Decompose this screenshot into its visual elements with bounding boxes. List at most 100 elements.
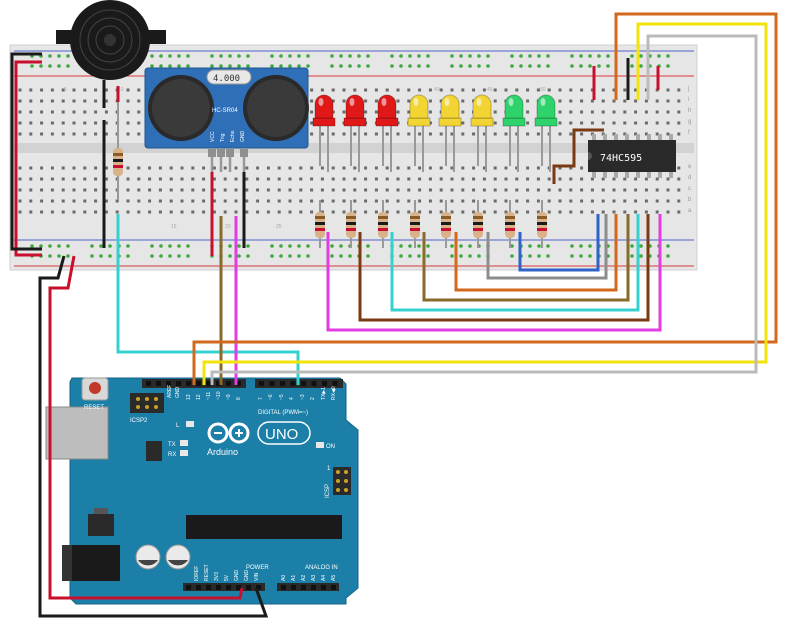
digital-pin-label: ~9 (226, 394, 232, 400)
digital-pin-label: 12 (196, 394, 202, 400)
brand-label: Arduino (207, 447, 238, 457)
analog-header (277, 583, 339, 591)
capacitor (165, 544, 191, 570)
power-pin-label: RESET (204, 564, 210, 581)
digital-pin-label: 13 (186, 394, 192, 400)
ultrasonic-sensor: 4.000 HC-SR04 VCC Trig Echo GND (144, 67, 309, 172)
reset-label: RESET (84, 405, 104, 411)
led-resistors (315, 200, 547, 248)
digital-label: DIGITAL (PWM=~) (258, 410, 308, 416)
aref-label: AREF (167, 385, 173, 398)
led (375, 94, 399, 172)
wire-cyan-buzzer (116, 214, 300, 385)
wire-magenta-1 (326, 214, 662, 332)
power-pin-label: VIN (254, 572, 260, 581)
analog-pin-label: A0 (281, 575, 287, 581)
wire-orange-1 (454, 214, 618, 292)
wire-gray-register (210, 34, 758, 385)
row-letter: j (687, 86, 689, 92)
led (438, 94, 462, 172)
power-pin-label: 3V3 (214, 572, 220, 581)
led (343, 94, 367, 172)
analog-pin-label: A3 (311, 575, 317, 581)
sensor-pin-label: VCC (210, 131, 216, 142)
sensor-model-label: HC-SR04 (212, 108, 238, 114)
row-letter: e (688, 164, 692, 170)
resistor (346, 200, 356, 248)
power-label: POWER (246, 565, 269, 571)
column-number: 10 (118, 87, 124, 93)
breadboard-rail-holes (30, 54, 670, 258)
uno-badge (257, 421, 311, 445)
analog-pin-label: A5 (331, 575, 337, 581)
icsp-pin-label: 1 (327, 466, 331, 472)
power-header (183, 583, 265, 591)
digital-pin-label: ~11 (206, 392, 212, 400)
sensor-pin-label: Echo (230, 130, 236, 142)
wire-red-rail-loop (14, 60, 42, 257)
icsp-header (333, 467, 351, 495)
crystal (206, 69, 252, 85)
crystal-label: 4.000 (213, 74, 240, 84)
led (502, 94, 526, 172)
voltage-regulator (88, 514, 114, 536)
resistor (473, 200, 483, 248)
row-letters: j i h g f e d c b a (687, 86, 692, 214)
sensor-pin-label: Trig (220, 133, 226, 142)
icsp2-label: ICSP2 (130, 418, 148, 424)
column-number: 5 (64, 87, 67, 93)
arduino-logo-icon (207, 422, 250, 444)
gnd-top-label: GND (175, 387, 181, 399)
led-l-label: L (176, 423, 180, 429)
wire-cyan-1 (390, 214, 640, 312)
row-letter: i (688, 97, 689, 103)
digital-pin-label: ~5 (279, 394, 285, 400)
row-letter: g (688, 119, 691, 125)
wire-black-rail-loop (10, 52, 42, 251)
icsp-label: ICSP (325, 484, 331, 498)
power-pin-label: GND (234, 570, 240, 582)
led (407, 94, 431, 172)
usb-connector (45, 406, 109, 460)
row-letter: h (688, 108, 691, 114)
resistor (441, 200, 451, 248)
column-number: 40 (434, 87, 440, 93)
resistor (505, 200, 515, 248)
piezo-buzzer (56, 0, 166, 80)
wire-blue-1 (518, 214, 600, 272)
digital-pin-label: TX▶1 (321, 387, 327, 400)
sensor-pin-labels: VCC Trig Echo GND (210, 130, 246, 142)
column-number: 15 (171, 224, 177, 230)
wire-black-gnd (38, 255, 269, 618)
sensor-pin-label: GND (240, 131, 246, 143)
resistor-buzzer (113, 102, 123, 200)
row-letter: c (688, 186, 691, 192)
digital-pin-label: ~6 (268, 394, 274, 400)
capacitor (135, 544, 161, 570)
analog-label: ANALOG IN (305, 565, 338, 571)
wire-yellow-register (202, 22, 768, 385)
wire-red-5v (48, 255, 244, 600)
wire-gray-1 (486, 214, 608, 280)
shift-register-label: 74HC595 (600, 153, 642, 164)
wire-darkbrown-1 (358, 214, 650, 322)
row-letter: f (688, 130, 690, 136)
wire-darkbrown-qa (552, 128, 604, 184)
analog-pin-label: A2 (301, 575, 307, 581)
led (470, 94, 494, 172)
digital-pin-label: 7 (258, 397, 264, 400)
resistor (410, 200, 420, 248)
column-number: 50 (540, 87, 546, 93)
icsp2-header (130, 393, 164, 413)
row-letter: d (688, 175, 691, 181)
led (534, 94, 558, 172)
shift-register-chip: 74HC595 (588, 134, 676, 178)
atmega-chip (186, 515, 342, 539)
row-letter: a (688, 208, 692, 214)
digital-pin-label: 8 (236, 397, 242, 400)
resistor (315, 200, 325, 248)
on-label: ON (326, 444, 335, 450)
tx-label: TX (168, 442, 176, 448)
